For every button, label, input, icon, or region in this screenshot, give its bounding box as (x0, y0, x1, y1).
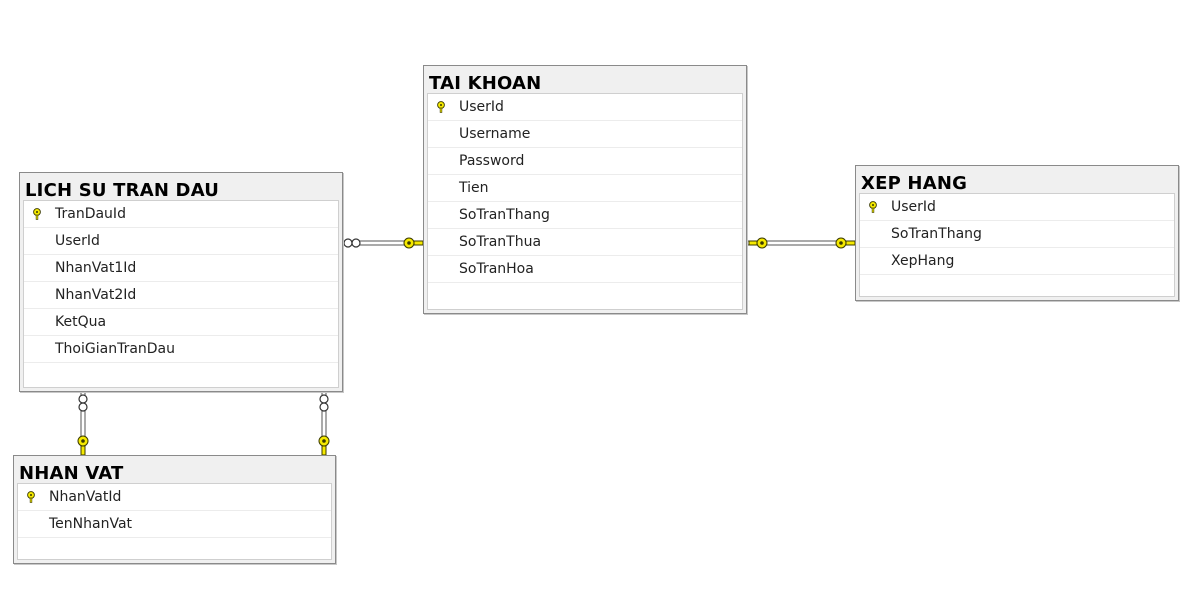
key-icon (403, 237, 424, 249)
column-row[interactable]: SoTranThang (428, 202, 742, 229)
column-name: KetQua (55, 314, 107, 330)
column-row[interactable]: NhanVat2Id (24, 282, 338, 309)
column-row[interactable]: ThoiGianTranDau (24, 336, 338, 363)
column-list: NhanVatId TenNhanVat (17, 483, 332, 560)
column-name: Username (459, 126, 531, 142)
key-icon (835, 237, 856, 249)
column-name: NhanVatId (49, 489, 122, 505)
column-name: UserId (891, 199, 936, 215)
column-list: TranDauId UserId NhanVat1Id NhanVat2Id K… (23, 200, 339, 388)
infinity-icon (78, 394, 88, 412)
column-name: Password (459, 153, 525, 169)
primary-key-icon (33, 208, 41, 220)
column-list: UserId Username Password Tien SoTranThan… (427, 93, 743, 310)
column-row[interactable]: Password (428, 148, 742, 175)
column-name: NhanVat1Id (55, 260, 137, 276)
infinity-icon (319, 394, 329, 412)
column-name: ThoiGianTranDau (55, 341, 176, 357)
column-name: SoTranThua (459, 234, 542, 250)
table-tai-khoan[interactable]: TAI KHOAN UserId Username Password Tien … (423, 65, 747, 314)
table-title: NHAN VAT (19, 463, 124, 484)
column-row[interactable]: UserId (24, 228, 338, 255)
column-row[interactable]: KetQua (24, 309, 338, 336)
key-icon (77, 435, 89, 456)
column-name: TenNhanVat (49, 516, 133, 532)
column-row[interactable]: SoTranThang (860, 221, 1174, 248)
primary-key-icon (869, 201, 877, 213)
column-row[interactable]: UserId (428, 94, 742, 121)
table-title: XEP HANG (861, 173, 968, 194)
column-row[interactable]: XepHang (860, 248, 1174, 275)
table-title: LICH SU TRAN DAU (25, 180, 220, 201)
primary-key-icon (437, 101, 445, 113)
column-name: UserId (459, 99, 504, 115)
column-row[interactable]: Tien (428, 175, 742, 202)
column-name: Tien (459, 180, 489, 196)
column-row[interactable]: NhanVatId (18, 484, 331, 511)
table-nhan-vat[interactable]: NHAN VAT NhanVatId TenNhanVat (13, 455, 336, 564)
column-name: SoTranThang (891, 226, 982, 242)
primary-key-icon (27, 491, 35, 503)
column-row[interactable]: TranDauId (24, 201, 338, 228)
column-name: SoTranThang (459, 207, 550, 223)
infinity-icon (343, 238, 361, 248)
column-row[interactable]: UserId (860, 194, 1174, 221)
column-row[interactable]: SoTranThua (428, 229, 742, 256)
column-name: XepHang (891, 253, 955, 269)
column-row[interactable]: TenNhanVat (18, 511, 331, 538)
column-name: UserId (55, 233, 100, 249)
column-list: UserId SoTranThang XepHang (859, 193, 1175, 297)
column-row[interactable]: NhanVat1Id (24, 255, 338, 282)
column-name: NhanVat2Id (55, 287, 137, 303)
key-icon (748, 237, 768, 249)
column-name: SoTranHoa (459, 261, 534, 277)
table-lich-su-tran-dau[interactable]: LICH SU TRAN DAU TranDauId UserId NhanVa… (19, 172, 343, 392)
column-row[interactable]: SoTranHoa (428, 256, 742, 283)
column-row[interactable]: Username (428, 121, 742, 148)
column-name: TranDauId (55, 206, 126, 222)
key-icon (318, 435, 330, 456)
table-xep-hang[interactable]: XEP HANG UserId SoTranThang XepHang (855, 165, 1179, 301)
table-title: TAI KHOAN (429, 73, 542, 94)
